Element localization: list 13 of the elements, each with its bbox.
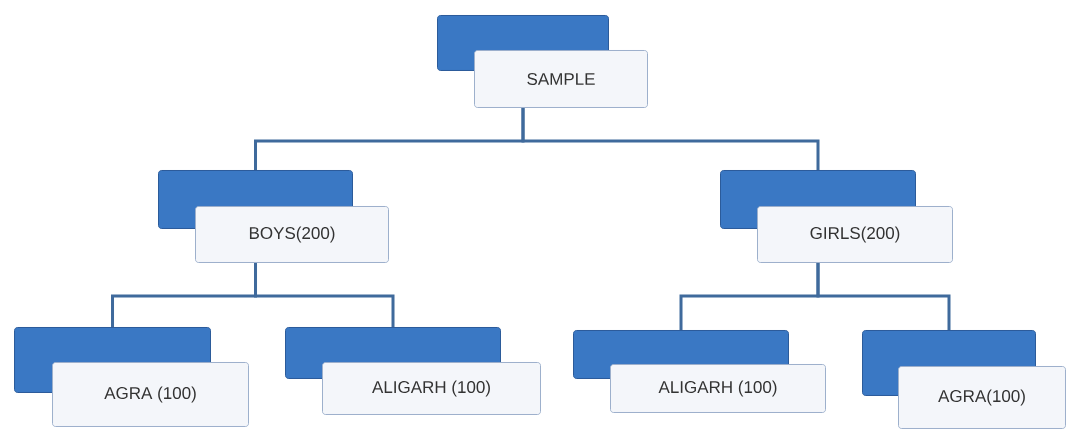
connector-line: [816, 263, 951, 330]
node-label: GIRLS(200): [810, 226, 900, 243]
org-chart-box: SAMPLE: [437, 15, 648, 108]
node-label: BOYS(200): [249, 226, 335, 243]
org-chart-box: AGRA(100): [862, 330, 1066, 429]
connector-line: [521, 108, 820, 170]
org-chart-box: AGRA (100): [14, 327, 249, 427]
org-chart-box: ALIGARH (100): [573, 330, 826, 413]
org-chart-box: BOYS(200): [158, 170, 389, 263]
connector-line: [254, 263, 395, 327]
org-chart-box: ALIGARH (100): [285, 327, 541, 415]
node-label: ALIGARH (100): [658, 380, 777, 397]
org-chart-box: GIRLS(200): [720, 170, 953, 263]
